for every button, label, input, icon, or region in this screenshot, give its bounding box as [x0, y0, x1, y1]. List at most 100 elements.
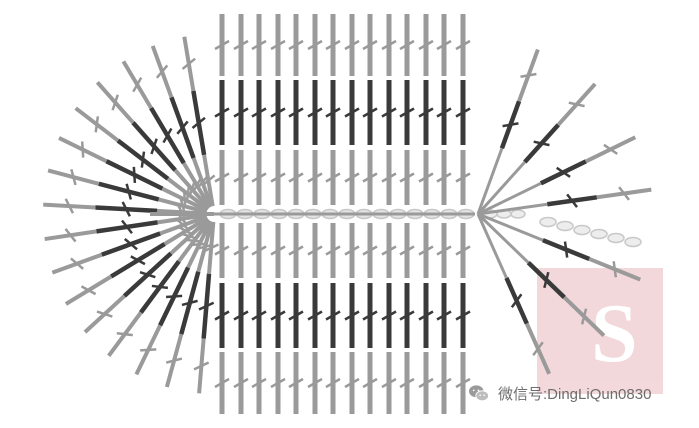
stitch-crossbar — [436, 310, 452, 321]
stitch-crossbar — [563, 241, 569, 258]
stitch-crossbar — [198, 301, 215, 311]
stitch-crossbar — [176, 120, 189, 135]
stitch-crossbar — [70, 257, 84, 270]
stitch-crossbar — [233, 310, 249, 321]
stitch-crossbar — [214, 39, 230, 51]
stitch-crossbar — [436, 39, 452, 51]
stitch-crossbar — [325, 377, 341, 389]
stitch-crossbar — [344, 310, 360, 321]
stitch-crossbar — [80, 285, 97, 296]
stitch-crossbar — [178, 226, 194, 236]
stitch-crossbar — [502, 122, 519, 128]
stitch-crossbar — [362, 310, 378, 321]
right-chain — [510, 209, 526, 219]
right-fan-line — [477, 181, 542, 216]
stitch-crossbar — [155, 64, 169, 79]
stitch-crossbar — [344, 172, 360, 183]
stitch-crossbar — [436, 107, 452, 118]
stitch-crossbar — [399, 310, 415, 321]
stitch-crossbar — [203, 243, 220, 253]
stitch-crossbar — [193, 361, 210, 371]
right-fan-line — [476, 147, 504, 215]
right-fan-line — [477, 212, 544, 242]
stitch-crossbar — [543, 271, 550, 289]
stitch-crossbar — [214, 310, 230, 321]
stitch-crossbar — [64, 228, 77, 243]
stitch-crossbar — [381, 377, 397, 389]
stitch-crossbar — [140, 151, 146, 168]
stitch-crossbar — [214, 245, 230, 256]
stitch-crossbar — [270, 107, 286, 118]
stitch-crossbar — [436, 172, 452, 183]
stitch-crossbar — [132, 77, 143, 93]
stitch-crossbar — [196, 243, 214, 250]
stitch-crossbar — [381, 107, 397, 118]
stitch-crossbar — [165, 294, 183, 299]
stitch-crossbar — [251, 377, 267, 389]
stitch-crossbar — [362, 172, 378, 183]
stitch-crossbar — [418, 39, 434, 51]
stitch-crossbar — [325, 107, 341, 118]
stitch-crossbar — [532, 341, 544, 356]
stitch-crossbar — [455, 245, 471, 256]
right-fan-line — [476, 160, 526, 216]
stitch-crossbar — [185, 185, 191, 203]
stitch-crossbar — [325, 310, 341, 321]
stitch-crossbar — [80, 141, 85, 158]
stitch-crossbar — [233, 39, 249, 51]
stitch-crossbar — [288, 310, 304, 321]
stitch-crossbar — [64, 198, 75, 214]
stitch-crossbar — [399, 377, 415, 389]
right-chain — [573, 224, 591, 236]
stitch-crossbar — [307, 310, 323, 321]
stitch-crossbar — [121, 219, 133, 234]
stitch-crossbar — [344, 107, 360, 118]
stitch-crossbar — [520, 72, 537, 78]
stitch-crossbar — [270, 377, 286, 389]
stitch-crossbar — [618, 186, 630, 201]
stitch-crossbar — [580, 308, 588, 325]
stitch-crossbar — [381, 39, 397, 51]
stitch-crossbar — [150, 138, 158, 155]
stitch-crossbar — [179, 197, 186, 214]
stitch-crossbar — [436, 377, 452, 389]
stitch-crossbar — [191, 116, 206, 129]
stitch-crossbar — [116, 331, 133, 337]
stitch-crossbar — [139, 271, 156, 279]
stitch-crossbar — [381, 310, 397, 321]
stitch-crossbar — [307, 107, 323, 118]
stitch-crossbar — [381, 245, 397, 256]
stitch-crossbar — [325, 172, 341, 183]
stitch-crossbar — [191, 177, 202, 193]
stitch-crossbar — [288, 172, 304, 183]
stitch-crossbar — [162, 127, 173, 144]
stitch-crossbar — [399, 245, 415, 256]
stitch-crossbar — [533, 140, 550, 147]
stitch-crossbar — [325, 39, 341, 51]
stitch-crossbar — [568, 101, 585, 108]
stitch-crossbar — [556, 166, 571, 178]
stitch-crossbar — [288, 245, 304, 256]
stitch-crossbar — [270, 172, 286, 183]
right-fan-line — [476, 212, 530, 264]
stitch-crossbar — [214, 172, 230, 183]
stitch-crossbar — [270, 310, 286, 321]
stitch-crossbar — [362, 39, 378, 51]
stitch-crossbar — [455, 377, 471, 389]
right-chain — [539, 216, 557, 228]
stitch-crossbar — [181, 232, 198, 240]
stitch-crossbar — [288, 39, 304, 51]
stitch-crossbar — [362, 245, 378, 256]
stitch-crossbar — [96, 310, 113, 318]
stitch-crossbar — [344, 39, 360, 51]
stitch-crossbar — [233, 377, 249, 389]
right-fan-line — [476, 213, 508, 279]
stitch-crossbar — [251, 245, 267, 256]
stitch-crossbar — [111, 94, 119, 111]
stitch-crossbar — [362, 107, 378, 118]
stitch-crossbar — [344, 245, 360, 256]
stitch-crossbar — [70, 168, 77, 186]
stitch-crossbar — [201, 174, 216, 187]
stitch-crossbar — [399, 172, 415, 183]
